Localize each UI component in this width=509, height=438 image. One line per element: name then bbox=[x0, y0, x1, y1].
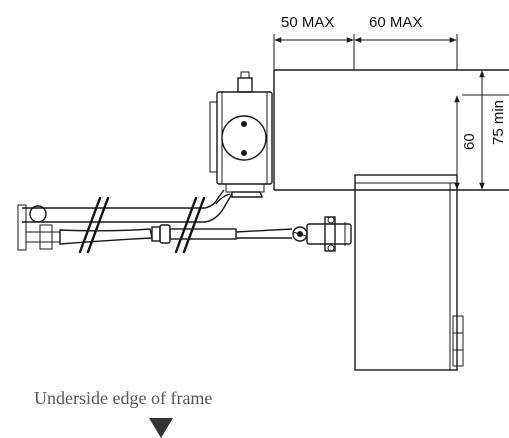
arm-shoe bbox=[306, 216, 352, 252]
dimension-label-60: 60 bbox=[461, 133, 478, 150]
break-line-left-2 bbox=[86, 196, 110, 254]
break-line-right-1 bbox=[174, 196, 198, 254]
closer-body bbox=[209, 71, 273, 198]
forearm-nut bbox=[159, 224, 171, 244]
main-arm bbox=[17, 189, 233, 254]
underside-edge-caption: Underside edge of frame bbox=[34, 388, 213, 408]
dimension-label-50-max: 50 MAX bbox=[281, 14, 334, 31]
closer-housing bbox=[216, 91, 273, 185]
closer-spindle bbox=[221, 115, 267, 161]
door-panel bbox=[354, 174, 458, 371]
dimension-label-75-min: 75 min bbox=[490, 100, 507, 145]
top-dimension: 50 MAX 60 MAX bbox=[273, 14, 458, 70]
break-line-left-1 bbox=[78, 196, 102, 254]
forearm-tube bbox=[169, 228, 237, 240]
dimension-label-60-max: 60 MAX bbox=[369, 14, 422, 31]
break-line-right-2 bbox=[182, 196, 206, 254]
side-dimensions: 60 75 min bbox=[454, 70, 509, 190]
arm-end-pivot bbox=[29, 205, 47, 223]
forearm bbox=[59, 224, 308, 245]
down-triangle-icon bbox=[149, 418, 173, 438]
mounting-plate bbox=[209, 101, 218, 173]
frame-section bbox=[273, 69, 509, 191]
door-hinge bbox=[452, 315, 464, 367]
adjustment-valve bbox=[237, 77, 253, 93]
door-leaf bbox=[354, 174, 464, 371]
